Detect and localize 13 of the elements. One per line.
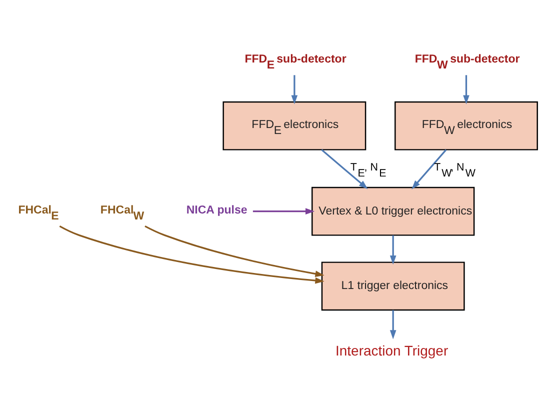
arrow — [390, 235, 396, 265]
arrow — [321, 149, 368, 190]
node-text: NICA pulse — [186, 204, 248, 217]
arrow — [291, 75, 298, 104]
arrow — [390, 310, 396, 340]
arrow — [144, 225, 324, 277]
node-box: Vertex & L0 trigger electronics — [312, 186, 475, 236]
node-text: Interaction Trigger — [336, 342, 448, 358]
node-box: L1 trigger electronics — [321, 262, 465, 311]
arrow — [412, 149, 447, 190]
arrow — [463, 75, 470, 104]
arrow — [252, 208, 315, 215]
arrow — [59, 225, 324, 284]
